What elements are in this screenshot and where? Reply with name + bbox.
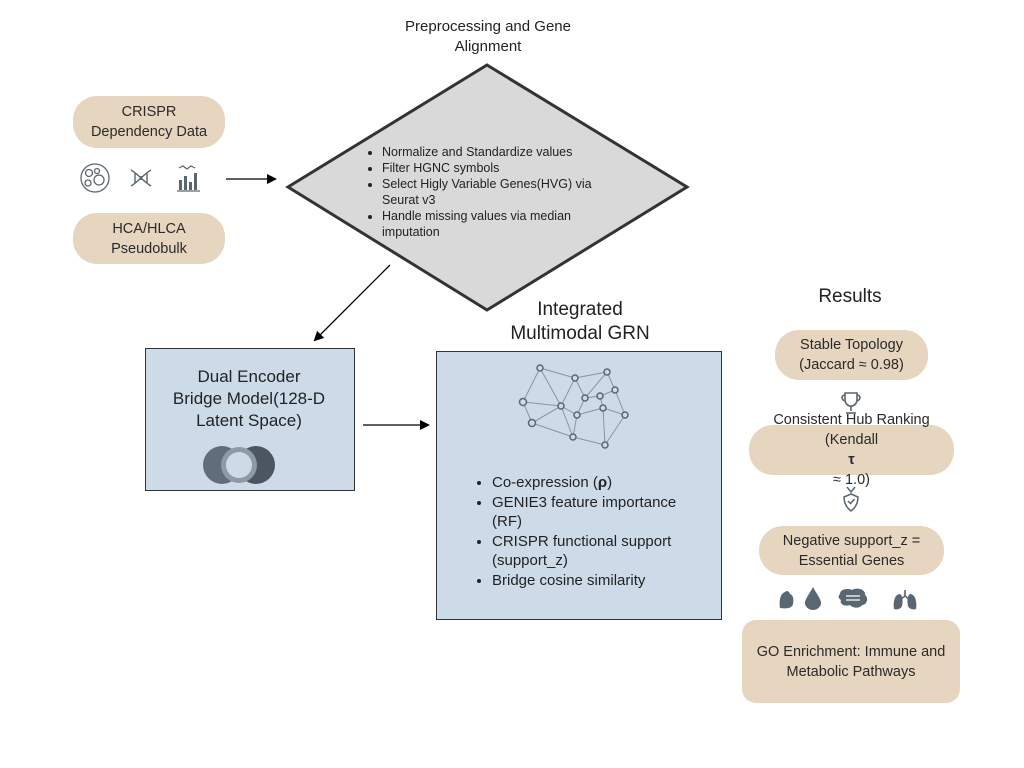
negative-support-pill: Negative support_z = Essential Genes: [759, 526, 944, 575]
results-title: Results: [818, 286, 882, 307]
overlapping-circles-icon: [203, 446, 275, 484]
preprocessing-step: Select Higly Variable Genes(HVG) via Seu…: [382, 176, 630, 208]
grn-feature-item: GENIE3 feature importance (RF): [492, 493, 708, 532]
grn-title-line1: Integrated: [537, 299, 623, 320]
preprocessing-title-line2: Alignment: [454, 38, 522, 55]
bridge-title-line2: Bridge Model(128-D: [172, 389, 326, 408]
network-graph-icon: [518, 364, 629, 449]
hca-label-line2: Pseudobulk: [111, 240, 187, 257]
hca-label-line1: HCA/HLCA: [112, 220, 186, 237]
dna-helix-icon: [130, 169, 152, 187]
go-label-line1: GO Enrichment: Immune and: [756, 643, 946, 660]
hub-label-line2: (Kendall τ ≈ 1.0): [825, 430, 878, 490]
go-enrichment-pill: GO Enrichment: Immune and Metabolic Path…: [742, 620, 960, 703]
grn-box: [436, 351, 722, 620]
cells-dish-icon: [80, 163, 110, 193]
go-label-line2: Metabolic Pathways: [786, 663, 916, 680]
negative-label-line2: Essential Genes: [798, 552, 905, 569]
preprocessing-steps: Normalize and Standardize values Filter …: [360, 144, 630, 240]
liver-icon: [779, 590, 794, 609]
hub-label-post: ≈ 1.0): [833, 472, 870, 488]
crispr-label-line2: Dependency Data: [90, 124, 208, 140]
preprocessing-title: Preprocessing and Gene Alignment: [368, 17, 608, 57]
tau-symbol: τ: [848, 452, 855, 468]
stable-label-line2: (Jaccard ≈ 0.98): [799, 357, 904, 373]
trophy-icon: [841, 392, 861, 414]
bar-chart-icon: [177, 165, 200, 192]
lungs-icon: [893, 590, 917, 610]
arrow-preprocessing-to-bridge: [313, 264, 391, 342]
preprocessing-step: Handle missing values via median imputat…: [382, 208, 630, 240]
grn-features: Co-expression (ρ) GENIE3 feature importa…: [468, 473, 708, 590]
stable-label-line1: Stable Topology: [800, 337, 903, 353]
hub-label-line1: Consistent Hub Ranking: [773, 412, 930, 428]
preprocessing-title-line1: Preprocessing and Gene: [405, 18, 571, 35]
bridge-model-title: Dual Encoder Bridge Model(128-D Latent S…: [147, 366, 351, 432]
crispr-dependency-pill: CRISPR Dependency Data: [73, 96, 225, 148]
bridge-title-line1: Dual Encoder: [197, 367, 301, 386]
grn-title-line2: Multimodal GRN: [510, 323, 650, 344]
bridge-title-line3: Latent Space): [196, 411, 302, 430]
hca-hlca-pill: HCA/HLCA Pseudobulk: [73, 213, 225, 264]
hub-label-pre: (Kendall: [824, 432, 879, 448]
grn-title: Integrated Multimodal GRN: [470, 298, 690, 346]
grn-feature-item: Bridge cosine similarity: [492, 571, 708, 591]
preprocessing-diamond: [285, 63, 690, 312]
negative-label-line1: Negative support_z =: [782, 532, 921, 549]
stable-topology-pill: Stable Topology (Jaccard ≈ 0.98): [775, 330, 928, 380]
grn-feature-text: Co-expression (: [492, 474, 598, 491]
crispr-label-line1: CRISPR: [121, 104, 177, 120]
grn-feature-item: CRISPR functional support (support_z): [492, 532, 708, 571]
organ-icons: [779, 587, 917, 610]
grn-feature-item: Co-expression (ρ): [492, 473, 708, 493]
drop-icon: [805, 587, 821, 610]
intestine-icon: [838, 588, 868, 608]
input-icons: [80, 163, 200, 193]
medal-shield-icon: [843, 486, 859, 512]
rho-symbol: ρ: [597, 474, 608, 491]
grn-feature-text-end: ): [607, 474, 613, 491]
preprocessing-step: Filter HGNC symbols: [382, 160, 630, 176]
hub-ranking-pill: Consistent Hub Ranking (Kendall τ ≈ 1.0): [749, 412, 954, 488]
preprocessing-step: Normalize and Standardize values: [382, 144, 630, 160]
